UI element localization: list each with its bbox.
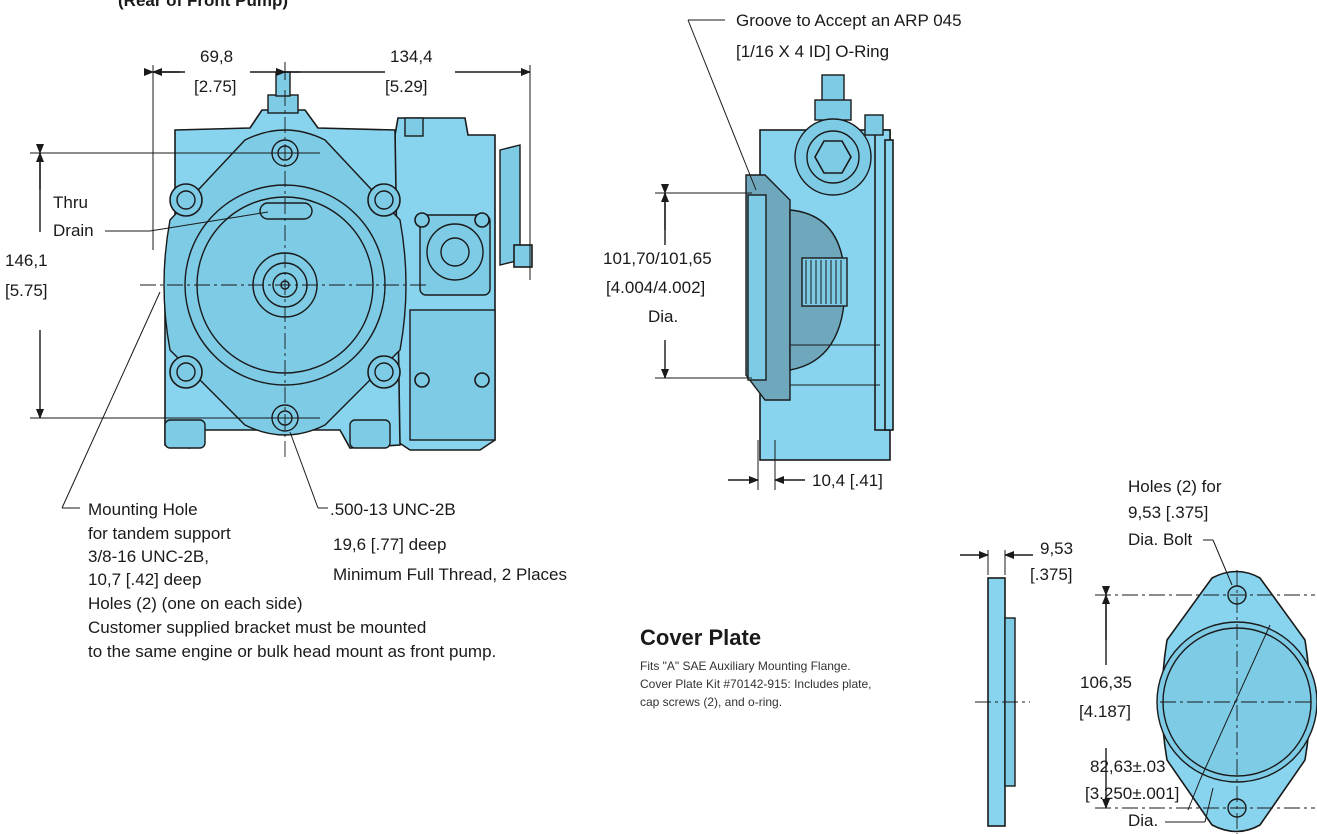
mounting-hole-note: Mounting Hole for tandem support 3/8-16 … — [88, 500, 496, 661]
mounting-note-line: to the same engine or bulk head mount as… — [88, 642, 496, 661]
partial-title: (Rear of Front Pump) — [118, 0, 288, 10]
side-view-pump — [745, 74, 894, 461]
hole-spacing-mm: 106,35 — [1080, 673, 1132, 692]
pilot-dia-in: [4.004/4.002] — [606, 278, 705, 297]
cover-plate-desc: Cover Plate Kit #70142-915: Includes pla… — [640, 677, 871, 691]
thread-note-line: .500-13 UNC-2B — [330, 500, 456, 519]
side-view-dimensions: 101,70/101,65 [4.004/4.002] Dia. 10,4 [.… — [603, 11, 962, 490]
thru-drain-line1: Thru — [53, 193, 88, 212]
dim-height-in: [5.75] — [5, 281, 48, 300]
cover-plate-desc: Fits "A" SAE Auxiliary Mounting Flange. — [640, 659, 851, 673]
pilot-dia-suffix: Dia. — [648, 307, 678, 326]
cover-plate-desc: cap screws (2), and o-ring. — [640, 695, 782, 709]
groove-note-line1: Groove to Accept an ARP 045 — [736, 11, 962, 30]
cover-plate-side: 9,53 [.375] — [960, 539, 1073, 827]
mounting-note-line: Mounting Hole — [88, 500, 198, 519]
dim-height-mm: 146,1 — [5, 251, 48, 270]
bolt-circle-suffix: Dia. — [1128, 811, 1158, 830]
thread-note: .500-13 UNC-2B 19,6 [.77] deep Minimum F… — [330, 500, 567, 584]
cover-plate-title: Cover Plate — [640, 625, 761, 650]
mounting-note-line: 10,7 [.42] deep — [88, 570, 201, 589]
front-view-dimensions: 69,8 [2.75] 134,4 [5.29] 146,1 [5.75] Th… — [5, 47, 531, 509]
thread-note-line: 19,6 [.77] deep — [333, 535, 446, 554]
mounting-note-line: 3/8-16 UNC-2B, — [88, 547, 209, 566]
mounting-note-line: for tandem support — [88, 524, 231, 543]
hole-spacing-in: [4.187] — [1079, 702, 1131, 721]
bolt-circle-mm: 82,63±.03 — [1090, 757, 1166, 776]
mounting-note-line: Customer supplied bracket must be mounte… — [88, 618, 426, 637]
pilot-depth: 10,4 [.41] — [812, 471, 883, 490]
plate-thickness-in: [.375] — [1030, 565, 1073, 584]
cover-plate-front: 106,35 [4.187] Holes (2) for 9,53 [.375]… — [1079, 477, 1317, 834]
dim-width-left-in: [2.75] — [194, 77, 237, 96]
groove-note-line2: [1/16 X 4 ID] O-Ring — [736, 42, 889, 61]
front-view-pump — [140, 71, 533, 460]
dim-width-right-in: [5.29] — [385, 77, 428, 96]
mounting-note-line: Holes (2) (one on each side) — [88, 594, 303, 613]
pilot-dia-mm: 101,70/101,65 — [603, 249, 712, 268]
cover-plate-text: Cover Plate Fits "A" SAE Auxiliary Mount… — [640, 625, 871, 709]
bolt-circle-in: [3.250±.001] — [1085, 784, 1179, 803]
dim-width-left-mm: 69,8 — [200, 47, 233, 66]
thread-note-line: Minimum Full Thread, 2 Places — [333, 565, 567, 584]
holes-line3: Dia. Bolt — [1128, 530, 1193, 549]
thru-drain-line2: Drain — [53, 221, 94, 240]
holes-line2: 9,53 [.375] — [1128, 503, 1208, 522]
plate-thickness-mm: 9,53 — [1040, 539, 1073, 558]
dim-width-right-mm: 134,4 — [390, 47, 433, 66]
holes-line1: Holes (2) for — [1128, 477, 1222, 496]
